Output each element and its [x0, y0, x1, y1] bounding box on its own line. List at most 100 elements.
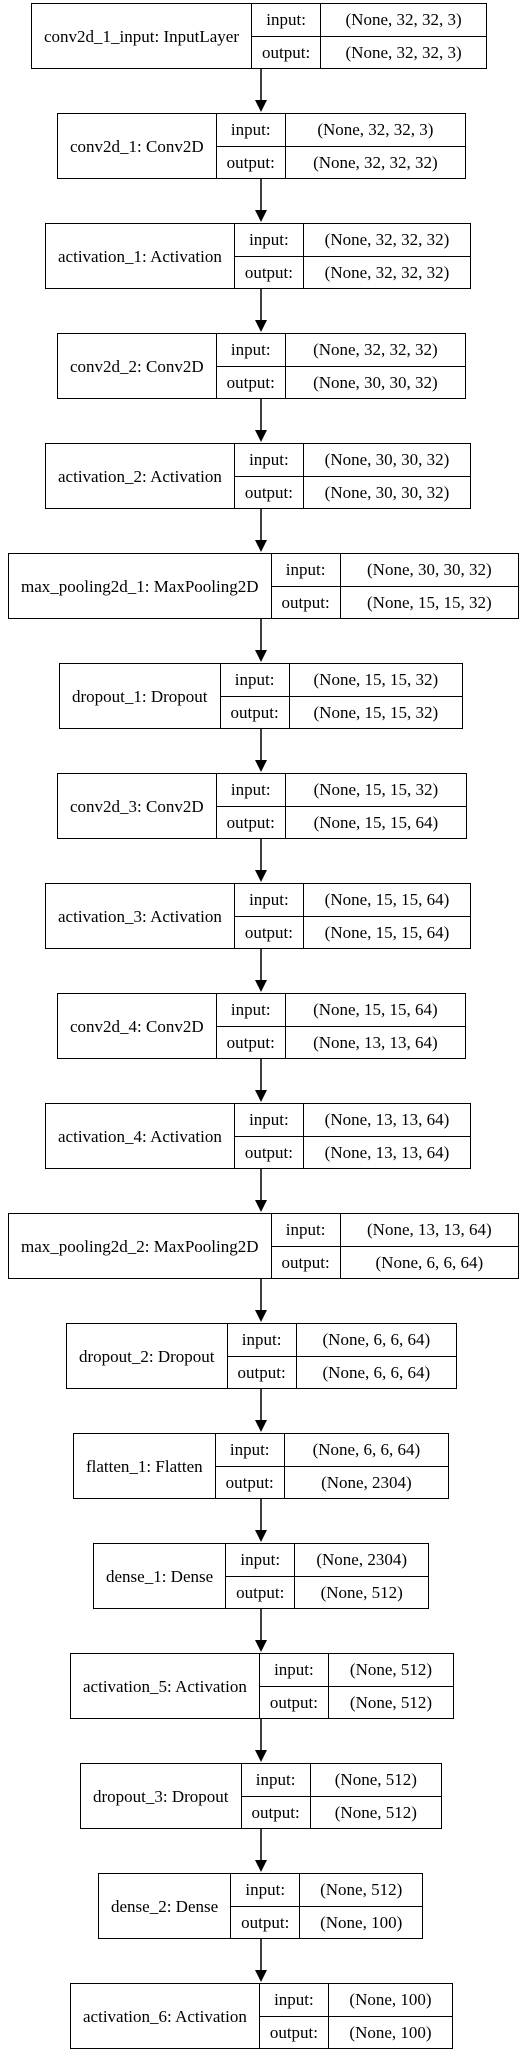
input-label: input:: [234, 884, 303, 917]
output-label: output:: [236, 1582, 285, 1602]
io-labels: input:output:: [241, 1764, 311, 1828]
io-labels: input:output:: [271, 1214, 341, 1278]
input-label: input:: [216, 334, 285, 367]
io-shapes: (None, 32, 32, 32)(None, 30, 30, 32): [285, 334, 465, 398]
output-label: output:: [281, 1252, 330, 1272]
input-label: input:: [259, 1654, 328, 1687]
output-label: output:: [244, 922, 293, 942]
input-shape: (None, 512): [310, 1764, 441, 1797]
io-shapes: (None, 32, 32, 3)(None, 32, 32, 3): [321, 4, 486, 68]
input-shape: (None, 100): [329, 1984, 452, 2017]
io-shapes: (None, 30, 30, 32) (None, 30, 30, 32): [304, 444, 470, 508]
io-labels: input:output:: [271, 554, 341, 618]
io-labels: input:output:: [220, 664, 290, 728]
output-label: output:: [241, 1912, 290, 1932]
arrow-head-icon: [255, 100, 267, 112]
io-shapes: (None, 32, 32, 32)(None, 32, 32, 32): [304, 224, 470, 288]
output-label: output:: [226, 1032, 275, 1052]
output-label: output:: [281, 592, 330, 612]
input-shape: (None, 6, 6, 64): [284, 1434, 448, 1467]
arrow-head-icon: [255, 1200, 267, 1212]
io-labels: input: output:: [216, 994, 286, 1058]
output-label: output:: [226, 372, 275, 392]
output-shape: (None, 512): [349, 1692, 433, 1712]
io-shapes: (None, 6, 6, 64)(None, 2304): [284, 1434, 448, 1498]
layer-name: max_pooling2d_1: MaxPooling2D: [9, 554, 272, 618]
arrow-head-icon: [255, 760, 267, 772]
input-shape: (None, 512): [329, 1654, 453, 1687]
output-label: output:: [244, 482, 293, 502]
io-shapes: (None, 6, 6, 64)(None, 6, 6, 64): [296, 1324, 456, 1388]
input-label: input:: [227, 1324, 296, 1357]
output-shape: (None, 32, 32, 32): [313, 152, 438, 172]
input-shape: (None, 512): [300, 1874, 422, 1907]
arrow-head-icon: [255, 980, 267, 992]
io-labels: input: output:: [216, 774, 286, 838]
io-labels: input:output:: [234, 1104, 304, 1168]
arrow-head-icon: [255, 650, 267, 662]
layer-name: activation_4: Activation: [46, 1104, 235, 1168]
layer-name: dropout_2: Dropout: [67, 1324, 228, 1388]
output-label: output:: [226, 152, 275, 172]
arrow-head-icon: [255, 1310, 267, 1322]
input-label: input:: [231, 1874, 300, 1907]
input-label: input:: [241, 1764, 310, 1797]
output-shape: (None, 512): [320, 1582, 403, 1602]
arrow-head-icon: [255, 1750, 267, 1762]
io-labels: input:output:: [216, 114, 286, 178]
layer-name: conv2d_1_input: InputLayer: [32, 4, 252, 68]
output-shape: (None, 15, 15, 64): [313, 812, 439, 832]
layer-name: dense_2: Dense: [99, 1874, 232, 1938]
output-shape: (None, 32, 32, 3): [345, 42, 462, 62]
output-label: output:: [244, 1142, 293, 1162]
output-label: output:: [269, 2022, 318, 2042]
input-label: input:: [234, 224, 303, 257]
io-labels: input:output:: [252, 4, 322, 68]
input-shape: (None, 15, 15, 32): [289, 664, 462, 697]
io-shapes: (None, 15, 15, 32)(None, 15, 15, 32): [289, 664, 462, 728]
input-label: input:: [226, 1544, 295, 1577]
output-label: output:: [244, 262, 293, 282]
output-label: output:: [226, 812, 275, 832]
layer-name: activation_6: Activation: [71, 1984, 260, 2048]
input-shape: (None, 30, 30, 32): [304, 444, 470, 477]
io-shapes: (None, 32, 32, 3)(None, 32, 32, 32): [285, 114, 465, 178]
output-shape: (None, 6, 6, 64): [322, 1362, 431, 1382]
io-shapes: (None, 13, 13, 64)(None, 13, 13, 64): [304, 1104, 470, 1168]
input-shape: (None, 2304): [295, 1544, 428, 1577]
input-label: input:: [216, 774, 285, 807]
input-label: input:: [216, 994, 285, 1027]
layer-name: activation_3: Activation: [46, 884, 235, 948]
layer-name: activation_5: Activation: [71, 1654, 260, 1718]
arrow-head-icon: [255, 210, 267, 222]
arrow-head-icon: [255, 320, 267, 332]
io-shapes: (None, 512)(None, 512): [310, 1764, 441, 1828]
output-shape: (None, 100): [320, 1912, 403, 1932]
arrow-head-icon: [255, 1530, 267, 1542]
io-labels: input:output:: [227, 1324, 297, 1388]
output-label: output:: [230, 702, 279, 722]
output-shape: (None, 30, 30, 32): [324, 482, 450, 502]
io-labels: input:output:: [234, 444, 304, 508]
arrow-head-icon: [255, 430, 267, 442]
output-label: output:: [225, 1472, 274, 1492]
arrow-head-icon: [255, 540, 267, 552]
layer-name: conv2d_4: Conv2D: [58, 994, 217, 1058]
input-shape: (None, 13, 13, 64): [304, 1104, 470, 1137]
arrow-head-icon: [255, 870, 267, 882]
layer-name: conv2d_1: Conv2D: [58, 114, 217, 178]
arrow-head-icon: [255, 1970, 267, 1982]
input-shape: (None, 30, 30, 32): [340, 554, 518, 587]
input-label: input:: [252, 4, 321, 37]
